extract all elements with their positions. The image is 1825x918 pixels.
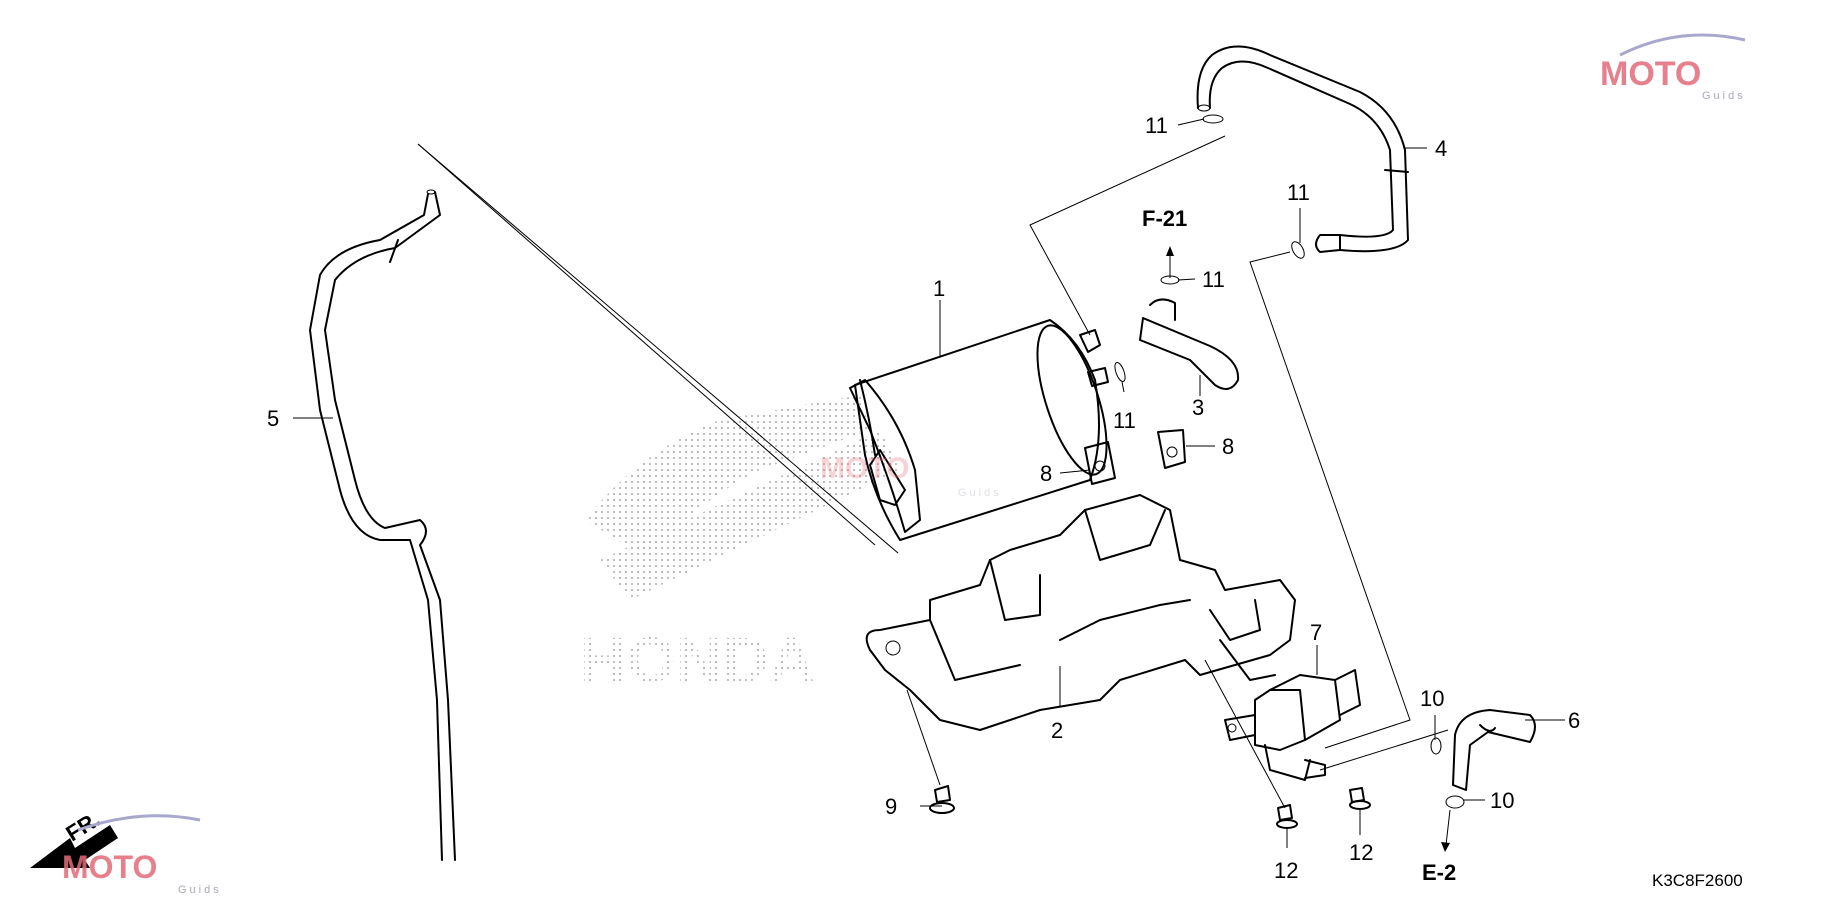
part-6-hose <box>1452 709 1536 791</box>
watermark-brand-text: MOTO <box>1600 55 1701 93</box>
reference-label-top: F-21 <box>1142 206 1187 231</box>
part-2-tray <box>865 494 1296 731</box>
reference-line-diagonal <box>417 143 899 554</box>
reference-line-diagonal-2 <box>417 143 876 546</box>
part-8-clip-b <box>1157 429 1186 469</box>
watermark-center-sub: Guids <box>958 487 1002 499</box>
callout-11c: 11 <box>1202 267 1225 292</box>
callout-11a: 11 <box>1145 113 1168 138</box>
watermark-center-brand: MOTO <box>820 452 909 485</box>
callout-12b: 12 <box>1349 840 1373 865</box>
part-10-clamp-b <box>1445 795 1465 809</box>
callout-10a: 10 <box>1420 686 1444 711</box>
part-3-hose <box>1139 298 1240 390</box>
part-9-bolt <box>929 785 955 814</box>
callout-6: 6 <box>1568 708 1580 733</box>
callout-5: 5 <box>267 406 279 431</box>
part-1-canister <box>849 319 1109 541</box>
callout-8b: 8 <box>1222 434 1234 459</box>
callout-labels: 1 2 3 4 5 6 7 8 8 9 10 10 11 11 11 11 12… <box>267 113 1580 883</box>
part-12-bolt-b <box>1349 787 1371 810</box>
diagram-code: K3C8F2600 <box>1652 871 1743 890</box>
part-10-clamp-a <box>1430 737 1442 755</box>
part-8-clip-a <box>1084 441 1116 485</box>
callout-4: 4 <box>1435 136 1447 161</box>
routing-lines <box>906 135 1451 852</box>
callout-10b: 10 <box>1490 788 1514 813</box>
watermark-bottom-brand: MOTO <box>62 849 157 885</box>
part-11-clamp-a <box>1202 114 1224 124</box>
callout-9: 9 <box>885 794 897 819</box>
watermark-swoosh-icon-2 <box>77 814 201 832</box>
callout-1: 1 <box>933 276 945 301</box>
watermark-top-right: MOTO Guids <box>1600 33 1746 102</box>
part-11-clamp-b <box>1291 241 1305 259</box>
front-arrow-icon <box>30 825 118 868</box>
callout-8a: 8 <box>1040 461 1052 486</box>
callout-7: 7 <box>1310 620 1322 645</box>
callout-3: 3 <box>1192 395 1204 420</box>
part-5-hose <box>309 189 456 861</box>
watermark-bottom-left: MOTO Guids <box>62 814 222 896</box>
callout-11b: 11 <box>1287 180 1310 205</box>
part-11-clamp-d <box>1114 362 1126 382</box>
part-4-hose <box>1196 45 1409 253</box>
background-brand-text: HONDA <box>580 624 815 696</box>
part-12-bolt-a <box>1276 804 1298 829</box>
part-7-solenoid <box>1224 669 1361 781</box>
watermark-bottom-sub: Guids <box>178 884 222 896</box>
watermark-sub-text: Guids <box>1702 90 1746 102</box>
watermark-center: MOTO Guids <box>820 452 1002 499</box>
watermark-swoosh-icon <box>1619 33 1746 57</box>
callout-2: 2 <box>1051 718 1063 743</box>
background-brand-mark: HONDA <box>580 395 900 696</box>
callout-11d: 11 <box>1113 408 1136 433</box>
callout-leaders <box>293 118 1565 848</box>
callout-12a: 12 <box>1274 858 1298 883</box>
reference-label-bottom: E-2 <box>1422 860 1456 885</box>
